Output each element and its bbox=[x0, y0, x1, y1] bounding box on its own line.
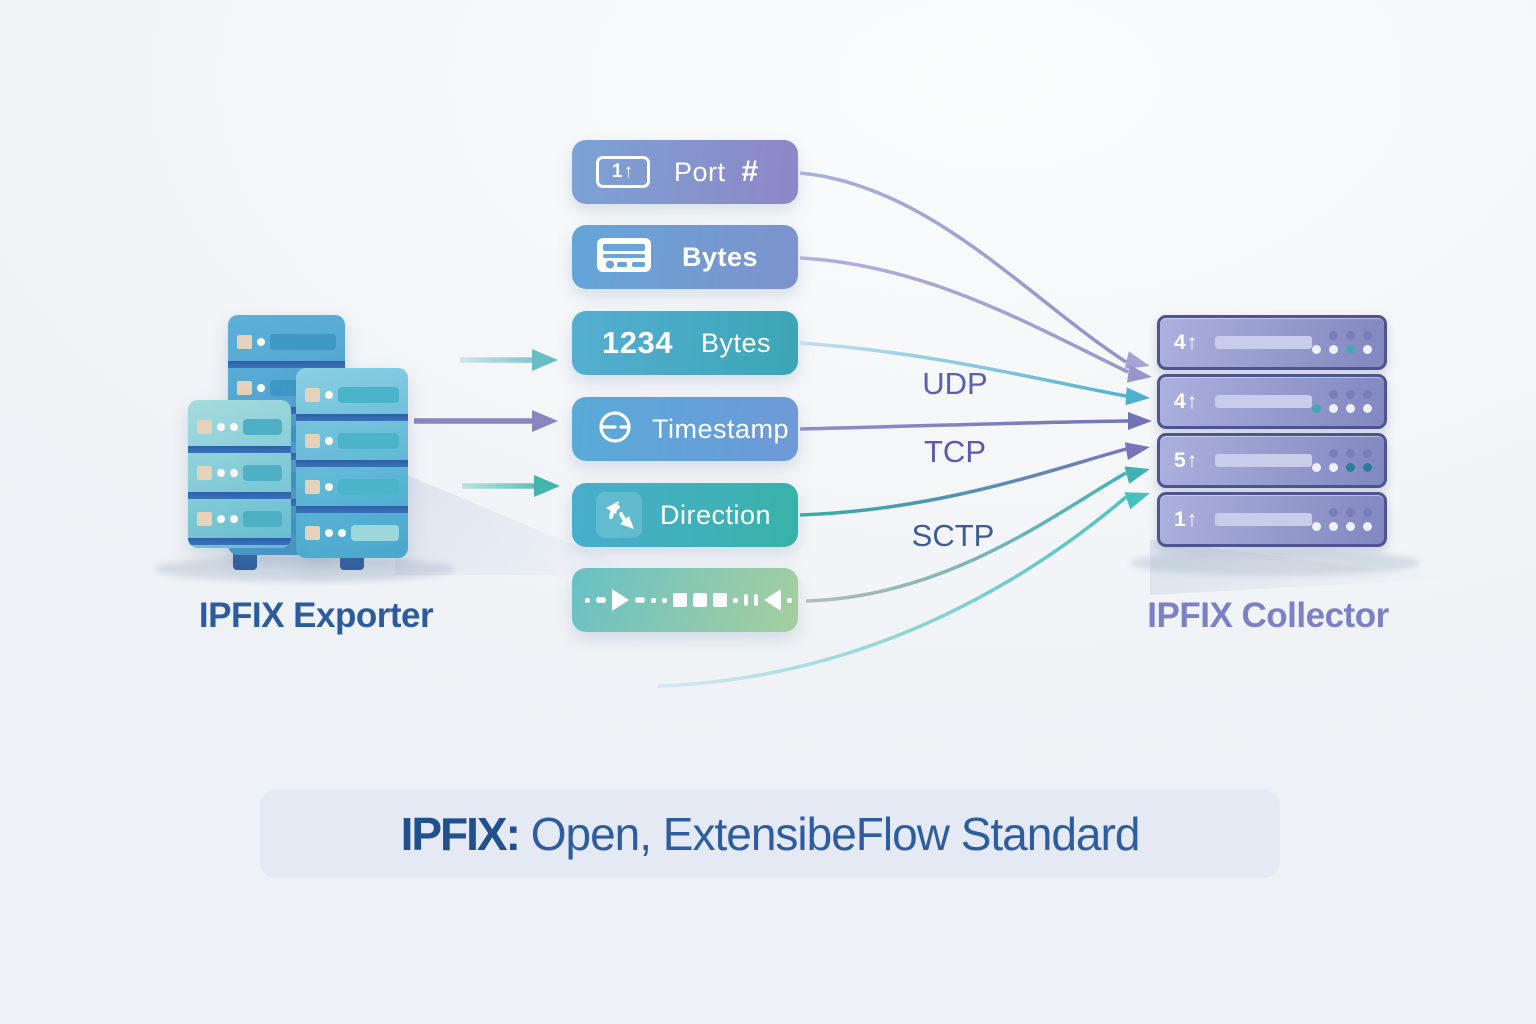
led-indicators bbox=[1312, 331, 1372, 354]
field-card-port: 1↑ Port # bbox=[572, 140, 798, 204]
card-text: 1234 bbox=[602, 325, 673, 360]
exporter-ground-shadow bbox=[155, 556, 455, 582]
caption-prefix: IPFIX: bbox=[400, 808, 521, 860]
protocol-label-udp: UDP bbox=[922, 366, 988, 401]
unit-label: 4↑ bbox=[1174, 389, 1199, 413]
field-card-byte-count: 1234 Bytes bbox=[572, 311, 798, 375]
unit-slot-bar bbox=[1215, 336, 1312, 349]
direction-arrows-icon bbox=[596, 492, 642, 538]
card-text-secondary: Bytes bbox=[700, 327, 771, 358]
stream-icon bbox=[584, 589, 792, 611]
collector-unit: 4↑ bbox=[1157, 315, 1387, 370]
unit-label: 1↑ bbox=[1174, 507, 1199, 531]
unit-slot-bar bbox=[1215, 395, 1312, 408]
collector-server-stack: 4↑ 4↑ 5↑ 1↑ bbox=[1157, 315, 1387, 551]
protocol-label-sctp: SCTP bbox=[911, 518, 995, 553]
collector-label: IPFIX Collector bbox=[1147, 596, 1389, 635]
collector-unit: 4↑ bbox=[1157, 374, 1387, 429]
packet-card-icon bbox=[596, 236, 652, 279]
led-indicators bbox=[1312, 390, 1372, 413]
card-text: Direction bbox=[660, 499, 772, 530]
cards-to-collector-curves bbox=[657, 171, 1129, 688]
exporter-server-tower-left bbox=[188, 400, 291, 548]
caption-text: IPFIX: Open, ExtensibeFlow Standard bbox=[400, 807, 1141, 861]
protocol-label-tcp: TCP bbox=[924, 434, 986, 469]
exporter-server-tower-right bbox=[296, 368, 408, 558]
card-text-secondary: # bbox=[741, 155, 759, 188]
exporter-label: IPFIX Exporter bbox=[198, 596, 434, 635]
clock-icon bbox=[596, 408, 634, 451]
collector-unit: 1↑ bbox=[1157, 492, 1387, 547]
collector-arrowheads bbox=[1124, 351, 1152, 510]
card-text: Timestamp bbox=[652, 413, 790, 444]
led-indicators bbox=[1312, 449, 1372, 472]
collector-unit: 5↑ bbox=[1157, 433, 1387, 488]
port-number-icon: 1↑ bbox=[596, 156, 650, 188]
led-indicators bbox=[1312, 508, 1372, 531]
unit-label: 5↑ bbox=[1174, 448, 1199, 472]
unit-label: 4↑ bbox=[1174, 330, 1199, 354]
unit-slot-bar bbox=[1215, 454, 1312, 467]
caption-banner: IPFIX: Open, ExtensibeFlow Standard bbox=[260, 790, 1280, 878]
exporter-to-cards-arrows bbox=[414, 349, 560, 497]
field-card-timestamp: Timestamp bbox=[572, 397, 798, 461]
caption-body: Open, ExtensibeFlow Standard bbox=[518, 808, 1141, 860]
field-card-stream bbox=[572, 568, 798, 632]
card-text: Bytes bbox=[682, 241, 759, 272]
field-card-direction: Direction bbox=[572, 483, 798, 547]
unit-slot-bar bbox=[1215, 513, 1312, 526]
collector-ground-shadow bbox=[1130, 550, 1420, 576]
field-card-bytes: Bytes bbox=[572, 225, 798, 289]
card-text: Port bbox=[674, 156, 726, 187]
